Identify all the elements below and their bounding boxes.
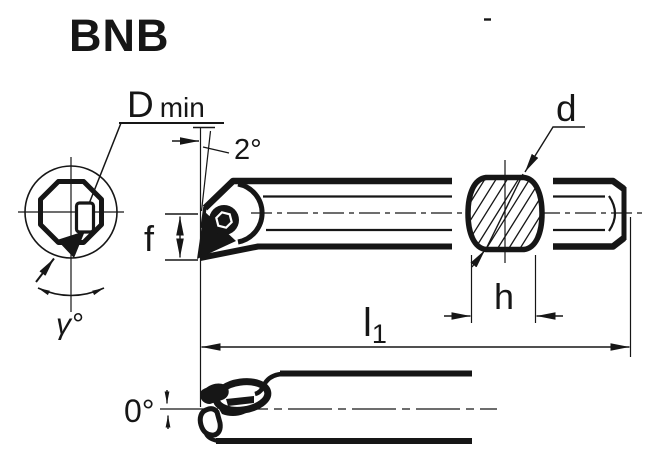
- shank-diameter-label: d: [556, 88, 577, 129]
- tilt-angle-dimension: 2°: [172, 126, 262, 407]
- cross-section-view: d: [465, 88, 585, 268]
- end-view: γ°: [18, 122, 124, 341]
- tilted-face-line: [200, 130, 212, 212]
- overall-length-label: l1: [363, 301, 387, 349]
- tilt-angle-label: 2°: [234, 134, 262, 166]
- h-dimension: h: [444, 255, 563, 323]
- shank-end-bottom-edge: [553, 235, 626, 250]
- tip-offset-label: f: [144, 218, 155, 259]
- bar-bottom-edge: [199, 243, 452, 261]
- plan-insert-shadow: [216, 404, 252, 416]
- plan-clamp-slot-bar: [226, 396, 254, 406]
- diameter-leader-top: [524, 126, 585, 173]
- rake-angle-label: γ°: [56, 308, 83, 341]
- screw-hex-socket: [215, 211, 233, 229]
- rake-angle-arc: [37, 287, 105, 297]
- clamp-screw: [209, 205, 239, 235]
- side-view-insert: [197, 211, 236, 259]
- bottom-view: 0°: [124, 370, 497, 444]
- angle-leader: [202, 146, 230, 154]
- plan-screw-hole: [197, 406, 223, 438]
- shank-height-label: h: [494, 276, 514, 317]
- l1-dimension: l1: [201, 217, 632, 357]
- diameter-leader-bottom: [470, 249, 486, 268]
- side-view: [197, 177, 645, 261]
- diameter-line: [485, 173, 524, 250]
- plan-insert-nose: [200, 383, 229, 404]
- page-title: BNB: [69, 10, 170, 61]
- end-view-insert: [57, 231, 85, 258]
- end-angle-label: 0°: [124, 393, 155, 429]
- cutting-edge-pointer-arrow: [35, 257, 55, 283]
- shank-end-top-edge: [553, 177, 626, 192]
- bar-top-edge: [202, 177, 452, 211]
- end-view-clamp: [74, 201, 96, 234]
- f-dimension: f: [144, 213, 198, 261]
